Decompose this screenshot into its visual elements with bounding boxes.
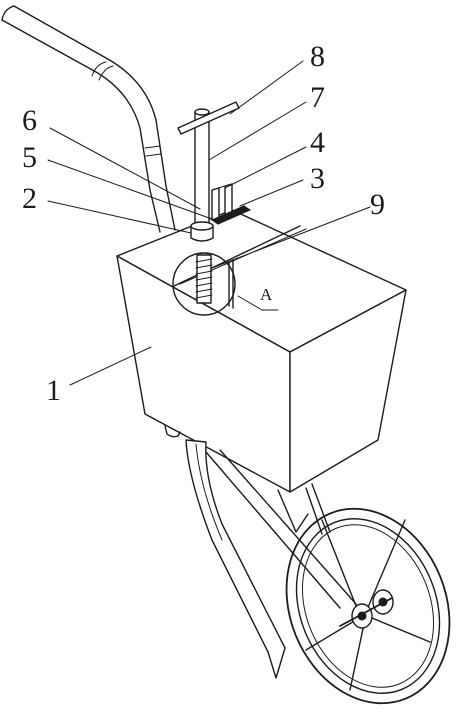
seed-hopper — [116, 209, 407, 493]
label-3: 3 — [310, 162, 325, 195]
label-7: 7 — [310, 81, 325, 114]
ground-wheel — [285, 507, 451, 705]
frame-and-opener — [185, 439, 357, 679]
label-8: 8 — [310, 40, 325, 73]
part-labels: 8 7 4 3 9 6 5 2 1 A — [22, 40, 385, 407]
label-4: 4 — [310, 126, 325, 159]
leader-lines — [47, 60, 371, 386]
label-6: 6 — [22, 104, 37, 137]
push-handle — [1, 5, 176, 233]
label-1: 1 — [46, 374, 61, 407]
vertical-shaft — [177, 101, 240, 233]
label-detail-a: A — [260, 285, 273, 304]
label-9: 9 — [370, 188, 385, 221]
lid-bracket — [210, 183, 252, 225]
label-5: 5 — [22, 141, 37, 174]
label-2: 2 — [22, 182, 37, 215]
detail-circle-a — [172, 252, 236, 316]
shaft-collar — [190, 221, 214, 242]
